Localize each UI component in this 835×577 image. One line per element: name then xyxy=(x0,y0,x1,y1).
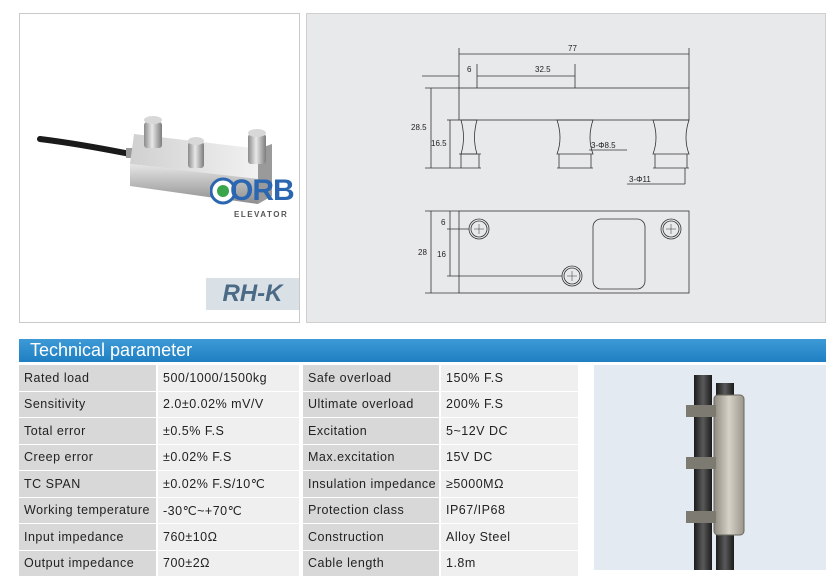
load-cell-image xyxy=(20,14,300,323)
logo-subtitle: ELEVATOR xyxy=(234,210,288,219)
dim-pin-height: 16.5 xyxy=(431,139,447,148)
param-value: 2.0±0.02% mV/V xyxy=(158,392,303,419)
param-value: ±0.02% F.S/10℃ xyxy=(158,471,303,498)
param-value: 150% F.S xyxy=(441,365,578,392)
dim-width: 28 xyxy=(418,248,427,257)
dim-hole-large: 3-Φ11 xyxy=(629,175,651,184)
param-value: 760±10Ω xyxy=(158,524,303,551)
installation-photo xyxy=(594,365,826,570)
logo-word: ORB xyxy=(230,174,294,208)
param-label: Total error xyxy=(19,418,158,445)
param-value: 5~12V DC xyxy=(441,418,578,445)
param-label: Input impedance xyxy=(19,524,158,551)
dim-total-length: 77 xyxy=(568,44,577,53)
param-label: Protection class xyxy=(303,498,441,525)
dim-top-offset: 6 xyxy=(441,218,446,227)
param-label: Ultimate overload xyxy=(303,392,441,419)
dim-left-offset: 6 xyxy=(467,65,472,74)
param-label: Sensitivity xyxy=(19,392,158,419)
param-value: ±0.5% F.S xyxy=(158,418,303,445)
installation-image xyxy=(594,365,826,570)
param-value: IP67/IP68 xyxy=(441,498,578,525)
param-value: 700±2Ω xyxy=(158,551,303,577)
product-photo-panel: ORB ELEVATOR RH-K xyxy=(19,13,300,323)
param-label: Insulation impedance xyxy=(303,471,441,498)
model-badge: RH-K xyxy=(206,278,299,310)
dim-hole-row: 16 xyxy=(437,250,446,259)
technical-drawing-panel: 77 6 32.5 28.5 16.5 3-Φ8.5 3-Φ11 6 28 16 xyxy=(306,13,826,323)
param-value: 1.8m xyxy=(441,551,578,577)
param-value: Alloy Steel xyxy=(441,524,578,551)
param-value: ±0.02% F.S xyxy=(158,445,303,472)
param-label: TC SPAN xyxy=(19,471,158,498)
dimension-drawing: 77 6 32.5 28.5 16.5 3-Φ8.5 3-Φ11 6 28 16 xyxy=(307,14,827,324)
param-value: 500/1000/1500kg xyxy=(158,365,303,392)
param-value: 200% F.S xyxy=(441,392,578,419)
dim-pitch: 32.5 xyxy=(535,65,551,74)
param-label: Safe overload xyxy=(303,365,441,392)
param-label: Rated load xyxy=(19,365,158,392)
param-label: Creep error xyxy=(19,445,158,472)
param-value: ≥5000MΩ xyxy=(441,471,578,498)
param-label: Cable length xyxy=(303,551,441,577)
section-header: Technical parameter xyxy=(19,339,826,362)
param-value: 15V DC xyxy=(441,445,578,472)
param-label: Max.excitation xyxy=(303,445,441,472)
param-label: Working temperature xyxy=(19,498,158,525)
param-label: Construction xyxy=(303,524,441,551)
param-value: -30℃~+70℃ xyxy=(158,498,303,525)
dim-hole-small: 3-Φ8.5 xyxy=(591,141,616,150)
dim-height-total: 28.5 xyxy=(411,123,427,132)
param-label: Output impedance xyxy=(19,551,158,577)
orb-logo: ORB ELEVATOR xyxy=(210,174,296,224)
param-label: Excitation xyxy=(303,418,441,445)
